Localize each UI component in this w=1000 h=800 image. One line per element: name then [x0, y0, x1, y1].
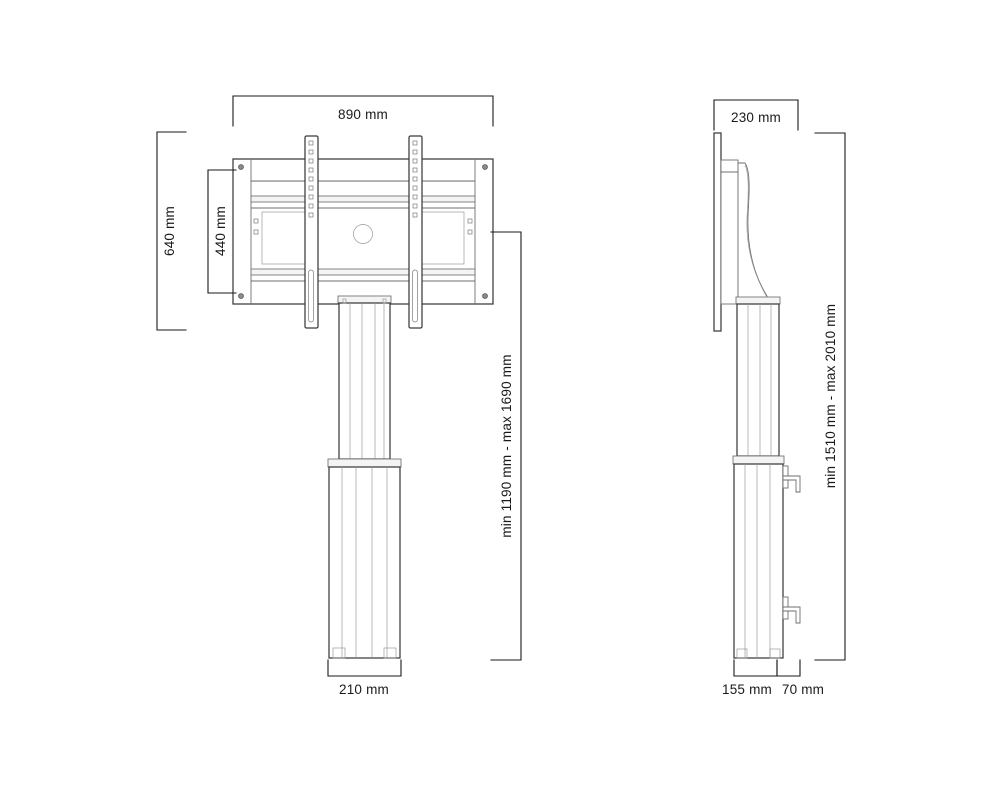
side-column-upper-body — [736, 303, 780, 457]
vesa-right-hole-7 — [412, 194, 418, 200]
vesa-right-hole-3 — [412, 158, 418, 164]
column-upper-body — [338, 302, 391, 460]
column-upper-section — [337, 295, 392, 460]
right-slot-hole-2 — [467, 229, 473, 235]
vesa-left-hole-3 — [308, 158, 314, 164]
support-arm-inner-curve — [744, 164, 769, 300]
side-column-lower — [732, 455, 785, 659]
vesa-left-hole-1 — [308, 140, 314, 146]
dim-height-range-side-label: min 1510 mm - max 2010 mm — [823, 304, 838, 488]
wall-bracket-lower — [782, 596, 801, 624]
display-panel-edge — [713, 132, 722, 332]
column-upper-tab-left — [342, 298, 347, 304]
dim-640-label: 640 mm — [162, 206, 177, 256]
dim-70: 70 mm — [776, 659, 824, 697]
vesa-left-hole-4 — [308, 167, 314, 173]
vesa-strip-right — [408, 135, 423, 329]
vesa-left-hole-2 — [308, 149, 314, 155]
column-lower-section — [327, 458, 402, 659]
vesa-right-hole-5 — [412, 176, 418, 182]
side-column-upper-cap — [735, 296, 781, 305]
vesa-right-slot — [412, 269, 418, 323]
vesa-right-hole-2 — [412, 149, 418, 155]
front-view-dimensions: 890 mm 640 mm 440 mm min 1190 mm - max 1… — [156, 95, 522, 697]
vesa-right-hole-1 — [412, 140, 418, 146]
side-column-lower-cap — [732, 455, 785, 465]
side-foot-left — [736, 648, 748, 659]
column-foot-left — [332, 647, 346, 659]
left-slot-hole-2 — [253, 229, 259, 235]
vesa-left-hole-8 — [308, 203, 314, 209]
side-column-lower-body — [733, 463, 784, 659]
corner-bolt-bl — [238, 293, 244, 299]
wall-bracket-lower-arm — [782, 606, 801, 624]
dim-440-label: 440 mm — [213, 206, 228, 256]
column-lower-cap — [327, 458, 402, 468]
dim-230: 230 mm — [713, 99, 799, 131]
dim-890-label: 890 mm — [338, 107, 388, 122]
side-view-dimensions: 230 mm min 1510 mm - max 2010 mm 155 mm … — [713, 99, 846, 697]
dim-height-range-side: min 1510 mm - max 2010 mm — [814, 132, 846, 661]
left-slot-hole-1 — [253, 218, 259, 224]
corner-bolt-tr — [482, 164, 488, 170]
dim-70-label: 70 mm — [782, 682, 824, 697]
side-mount-plate — [720, 159, 739, 305]
dim-440: 440 mm — [207, 169, 237, 294]
column-lower-body — [328, 466, 401, 659]
vesa-right-hole-6 — [412, 185, 418, 191]
vesa-left-slot — [308, 269, 314, 323]
mount-plate-frame — [232, 158, 494, 305]
dim-height-range-front-label: min 1190 mm - max 1690 mm — [499, 354, 514, 537]
side-view-geometry — [713, 132, 801, 659]
dim-155: 155 mm — [722, 659, 778, 697]
side-foot-right — [769, 648, 781, 659]
dim-height-range-front: min 1190 mm - max 1690 mm — [490, 231, 522, 661]
dim-155-label: 155 mm — [722, 682, 772, 697]
side-column-upper — [736, 303, 780, 457]
vesa-right-hole-4 — [412, 167, 418, 173]
corner-bolt-tl — [238, 164, 244, 170]
column-foot-right — [383, 647, 397, 659]
vesa-left-hole-9 — [308, 212, 314, 218]
dim-210-label: 210 mm — [339, 682, 389, 697]
corner-bolt-br — [482, 293, 488, 299]
dim-640: 640 mm — [156, 131, 187, 331]
vesa-left-hole-7 — [308, 194, 314, 200]
dim-230-label: 230 mm — [731, 110, 781, 125]
vesa-right-hole-9 — [412, 212, 418, 218]
dim-890: 890 mm — [232, 95, 494, 127]
vesa-left-hole-5 — [308, 176, 314, 182]
center-cable-hole — [353, 224, 373, 244]
vesa-right-hole-8 — [412, 203, 418, 209]
plate-crossbar-lower — [250, 268, 476, 276]
vesa-left-hole-6 — [308, 185, 314, 191]
vesa-strip-left — [304, 135, 319, 329]
wall-bracket-upper — [782, 465, 801, 493]
support-arm-profile — [737, 162, 768, 304]
front-view-geometry — [232, 135, 494, 659]
plate-crossbar-upper — [250, 195, 476, 203]
right-slot-hole-1 — [467, 218, 473, 224]
dim-210: 210 mm — [327, 659, 402, 697]
wall-bracket-upper-arm — [782, 475, 801, 493]
column-upper-tab-right — [382, 298, 387, 304]
